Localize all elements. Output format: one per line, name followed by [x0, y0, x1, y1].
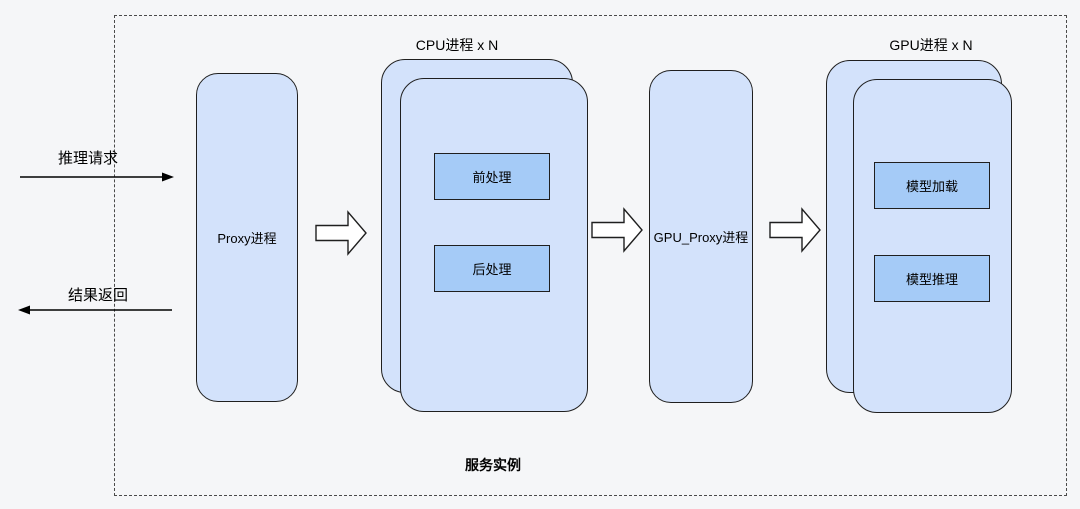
proxy-process-node: Proxy进程 [196, 73, 298, 402]
service-instance-boundary [114, 15, 1067, 496]
model-load-label: 模型加载 [905, 179, 958, 194]
block-arrow-icon [769, 207, 821, 253]
postprocess-box: 后处理 [434, 245, 550, 292]
postprocess-label: 后处理 [472, 262, 512, 277]
arrow-right-icon [20, 172, 174, 182]
block-arrow-icon [591, 207, 643, 253]
arrow-left-icon [18, 305, 172, 315]
preprocess-box: 前处理 [434, 153, 550, 200]
gpu-stack-title: GPU进程 x N [889, 37, 973, 53]
request-flow-label: 推理请求 [57, 150, 118, 167]
model-inference-label: 模型推理 [905, 272, 958, 287]
gpu-stack-front-card [853, 79, 1012, 413]
gpu-proxy-process-node: GPU_Proxy进程 [649, 70, 753, 403]
gpu-proxy-process-label: GPU_Proxy进程 [653, 230, 749, 245]
model-load-box: 模型加载 [874, 162, 990, 209]
response-flow-label: 结果返回 [67, 287, 128, 304]
block-arrow-icon [315, 210, 367, 256]
preprocess-label: 前处理 [472, 170, 512, 185]
service-instance-label: 服务实例 [465, 457, 521, 473]
proxy-process-label: Proxy进程 [217, 231, 277, 246]
cpu-stack-title: CPU进程 x N [415, 37, 499, 53]
model-inference-box: 模型推理 [874, 255, 990, 302]
